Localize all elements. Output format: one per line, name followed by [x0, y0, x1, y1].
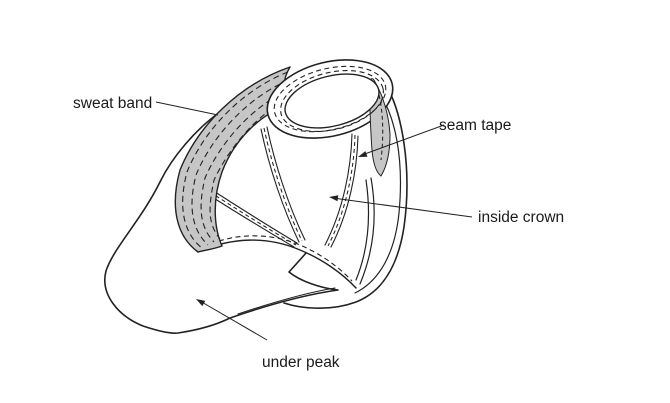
- label-inside-crown: inside crown: [478, 209, 564, 226]
- crown-right-inner-edge: [354, 87, 402, 294]
- seam-tape-stitch-line: [378, 94, 384, 161]
- side-seam-line: [359, 177, 375, 285]
- arrowhead-icon: [196, 299, 206, 307]
- seam-tape-seam-line: [330, 135, 359, 248]
- stitch-line: [182, 71, 289, 249]
- label-under-peak: under peak: [262, 354, 340, 371]
- leader-line-seam-tape: [361, 124, 445, 156]
- side-panel-seam: [355, 177, 375, 285]
- crown-bottom-edge: [197, 239, 357, 289]
- back-opening-inner: [284, 73, 380, 129]
- crown-right-outer-edge: [283, 79, 408, 309]
- cap-drawing: sweat band seam tape inside crown under …: [73, 56, 564, 371]
- seam-line: [211, 189, 298, 244]
- sweat-band-group: [174, 66, 291, 253]
- back-opening-inner-stitching: [280, 70, 384, 132]
- leader-line-inside-crown: [332, 197, 473, 218]
- arrowhead-icon: [358, 151, 368, 157]
- back-opening-outer-stitching: [273, 65, 387, 133]
- label-sweat-band: sweat band: [73, 95, 152, 112]
- callouts: [155, 101, 473, 341]
- crown-bottom-stitching: [202, 235, 353, 282]
- seam-stitching: [209, 191, 297, 246]
- labels: sweat band seam tape inside crown under …: [73, 95, 564, 371]
- crown-seams: [208, 126, 359, 248]
- seam-tape-seam-line: [324, 133, 353, 246]
- seam-line: [266, 126, 306, 241]
- arrowhead-icon: [329, 195, 339, 202]
- seam-line: [208, 194, 295, 248]
- leader-line-under-peak: [199, 300, 268, 341]
- sweat-band-stitching: [182, 71, 291, 249]
- leader-line-sweat-band: [155, 101, 219, 116]
- side-seam-line: [355, 179, 370, 281]
- seam-stitching: [263, 127, 303, 242]
- seam-line: [260, 128, 300, 243]
- stitch-line: [191, 79, 290, 246]
- stitch-line: [200, 89, 290, 243]
- back-opening-group: [266, 59, 394, 177]
- label-seam-tape: seam tape: [439, 117, 511, 134]
- under-peak-edge-line: [237, 287, 336, 315]
- seam-tape-stitching: [327, 134, 356, 247]
